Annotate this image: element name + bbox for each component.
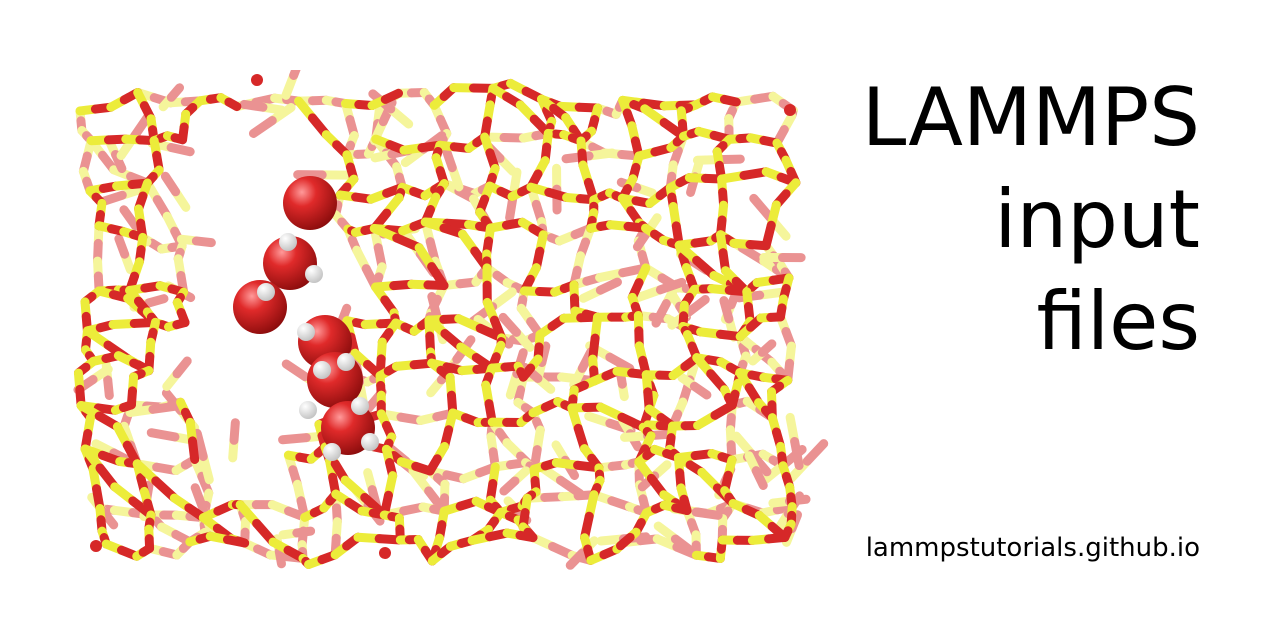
title-line-lammps: LAMMPS [861, 71, 1200, 164]
title-line-files: files [1036, 275, 1200, 368]
title-line-input: input [994, 173, 1200, 266]
silica-water-molecular-render [73, 70, 829, 570]
website-url: lammpstutorials.github.io [865, 533, 1200, 563]
water-molecules [233, 176, 379, 461]
